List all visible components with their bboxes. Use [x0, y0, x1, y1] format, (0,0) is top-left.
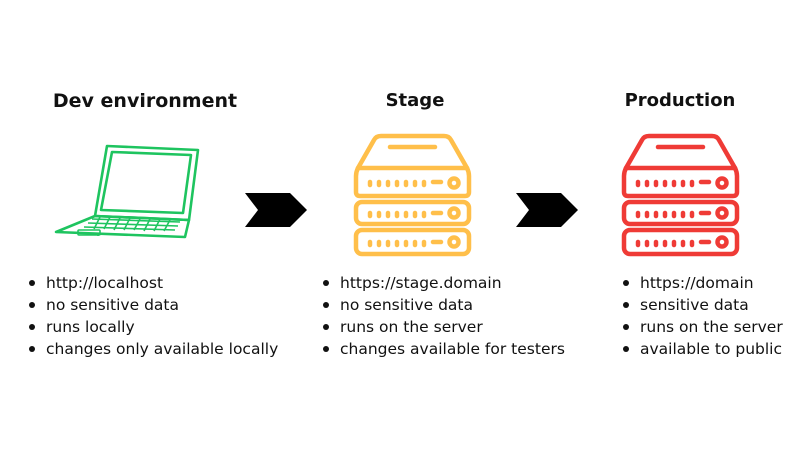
- dev-environment-list: http://localhost no sensitive data runs …: [26, 272, 278, 360]
- list-item: sensitive data: [620, 294, 783, 316]
- arrow-icon: [245, 193, 307, 227]
- list-item: no sensitive data: [320, 294, 565, 316]
- list-item: changes available for testers: [320, 338, 565, 360]
- list-item: runs on the server: [320, 316, 565, 338]
- list-item: runs locally: [26, 316, 278, 338]
- laptop-icon: [54, 144, 200, 239]
- list-item: https://domain: [620, 272, 783, 294]
- server-icon: [353, 133, 472, 257]
- production-list: https://domain sensitive data runs on th…: [620, 272, 783, 360]
- list-item: changes only available locally: [26, 338, 278, 360]
- arrow-icon: [516, 193, 578, 227]
- list-item: http://localhost: [26, 272, 278, 294]
- list-item: runs on the server: [620, 316, 783, 338]
- dev-environment-title: Dev environment: [52, 90, 238, 112]
- stage-list: https://stage.domain no sensitive data r…: [320, 272, 565, 360]
- stage-title: Stage: [385, 90, 445, 111]
- list-item: available to public: [620, 338, 783, 360]
- production-title: Production: [624, 90, 736, 111]
- list-item: https://stage.domain: [320, 272, 565, 294]
- server-icon: [621, 133, 740, 257]
- list-item: no sensitive data: [26, 294, 278, 316]
